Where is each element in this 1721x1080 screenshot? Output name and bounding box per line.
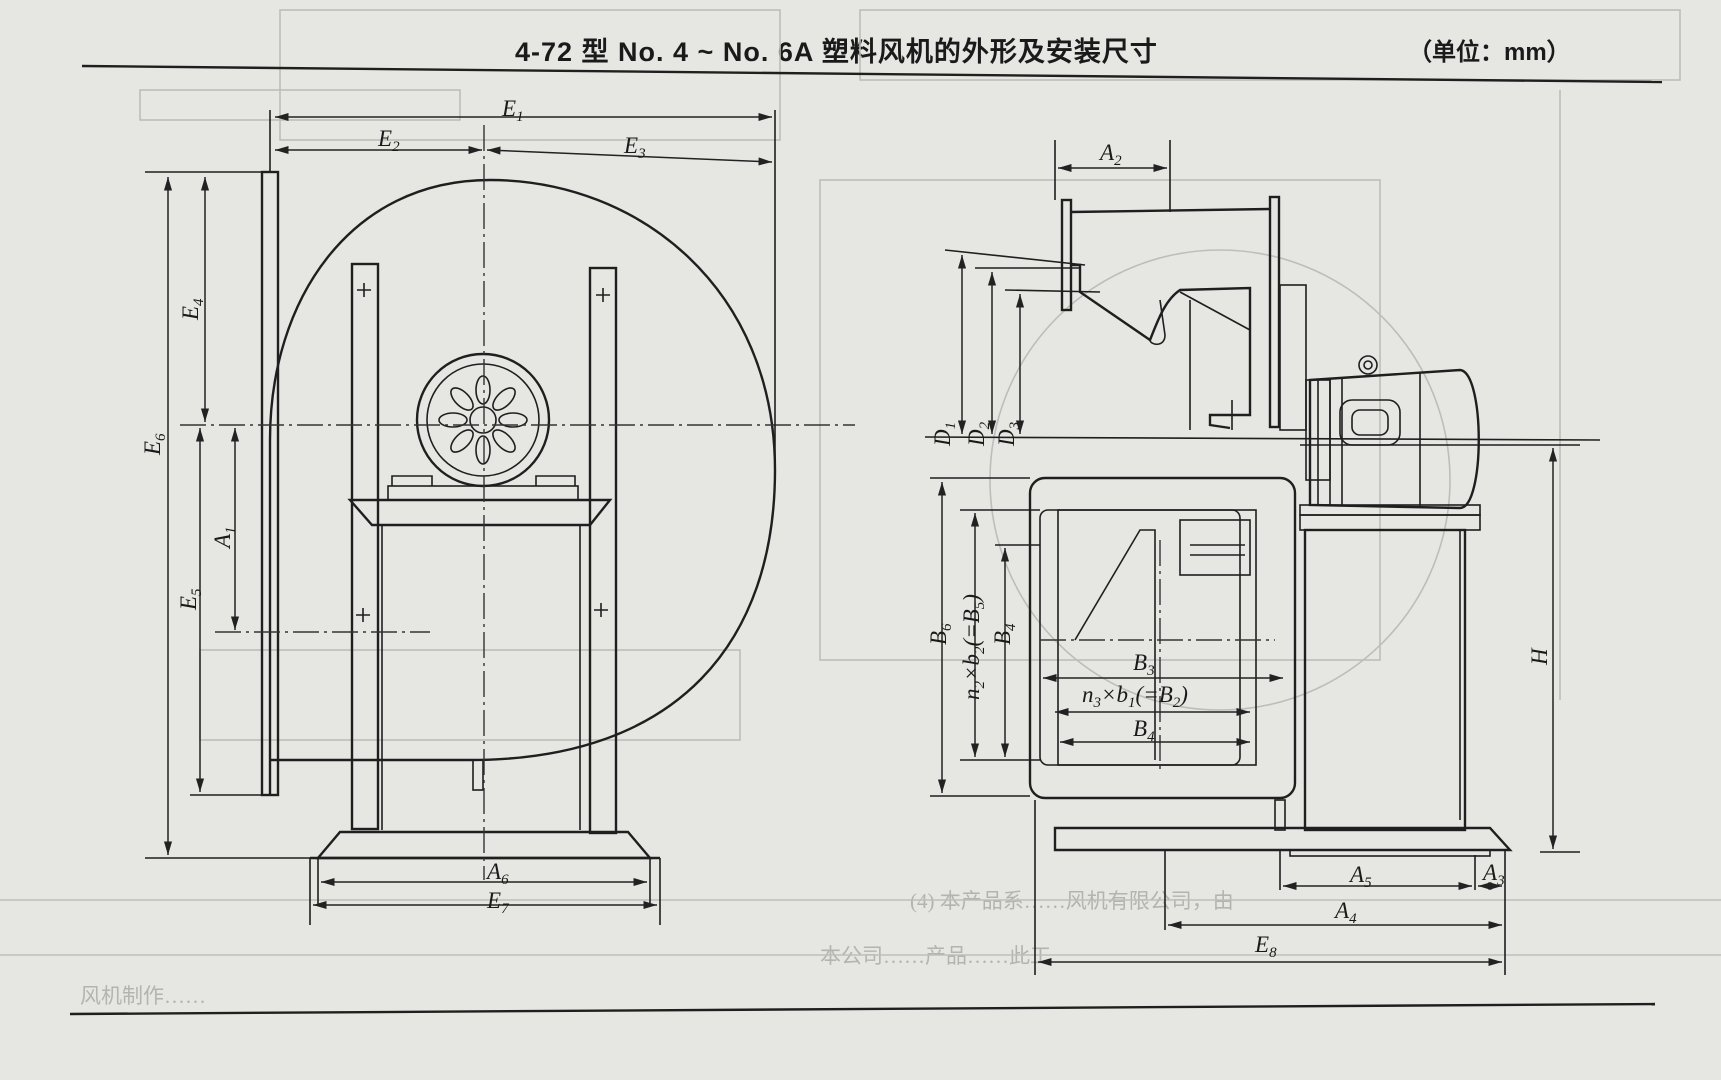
label-E2: E2 xyxy=(377,126,400,155)
inlet-flange-left xyxy=(1060,198,1073,312)
bleed-through-text-3: 风机制作…… xyxy=(80,984,206,1008)
label-E3: E3 xyxy=(623,133,646,162)
motor-circle xyxy=(415,352,551,488)
inlet-damper xyxy=(1179,519,1251,576)
motor-stand xyxy=(1303,528,1467,832)
front-view: E1 E2 E3 E4 E5 E6 A1 A6 E7 xyxy=(140,96,855,925)
inlet-flange-right xyxy=(1268,195,1281,429)
label-B3: B3 xyxy=(1133,650,1155,679)
label-E1: E1 xyxy=(501,96,524,125)
label-A4: A4 xyxy=(1333,898,1357,927)
page-title: 4-72 型 No. 4 ~ No. 6A 塑料风机的外形及安装尺寸 xyxy=(515,37,1158,67)
side-view: A2 D1 D2 D3 B6 n2×b2(=B5) B4 B3 n3×b1(=B… xyxy=(924,140,1601,975)
motor-feet xyxy=(391,475,576,486)
label-E7: E7 xyxy=(486,888,510,917)
unit-note: （单位：mm） xyxy=(1408,39,1571,66)
motor-cooling-fins xyxy=(438,375,528,465)
label-H: H xyxy=(1527,647,1552,666)
left-support-leg xyxy=(350,262,380,831)
label-B6: B6 xyxy=(926,623,955,645)
label-E4: E4 xyxy=(178,298,207,321)
base-frame-box xyxy=(1028,476,1297,800)
side-motor xyxy=(1308,368,1480,510)
label-n2b2: n2×b2(=B5) xyxy=(959,594,988,700)
footer-rule xyxy=(69,1002,1656,1016)
label-A5: A5 xyxy=(1348,862,1372,891)
bleed-through-graphics xyxy=(0,9,1721,956)
label-D1: D1 xyxy=(930,422,959,447)
label-A2: A2 xyxy=(1098,140,1122,169)
bleed-through-text-2: 本公司……产品……此工 xyxy=(820,944,1051,968)
bearing-housing xyxy=(1279,284,1307,431)
label-A6: A6 xyxy=(485,859,509,888)
header-rule xyxy=(81,64,1663,84)
right-support-leg xyxy=(588,266,618,835)
fan-casing xyxy=(268,178,777,795)
label-n3b1: n3×b1(=B2) xyxy=(1082,682,1188,711)
motor-lifting-eye xyxy=(1358,355,1378,375)
label-A3: A3 xyxy=(1481,860,1505,889)
mounting-holes xyxy=(356,283,610,622)
motor-platform xyxy=(347,498,613,527)
label-D2: D2 xyxy=(964,421,993,447)
label-D3: D3 xyxy=(994,422,1023,447)
drain-pipe xyxy=(472,759,484,791)
label-B4-horizontal: B4 xyxy=(1133,716,1155,745)
side-base xyxy=(1053,826,1513,852)
label-E5: E5 xyxy=(176,588,205,611)
label-E6: E6 xyxy=(140,433,169,456)
bleed-through-text-1: (4) 本产品系……风机有限公司，由 xyxy=(910,889,1234,913)
volute-profile xyxy=(1071,263,1252,430)
label-E8: E8 xyxy=(1254,932,1277,961)
dim-E3 xyxy=(486,146,773,166)
label-A1: A1 xyxy=(210,526,239,550)
label-B4-vertical: B4 xyxy=(990,623,1019,645)
